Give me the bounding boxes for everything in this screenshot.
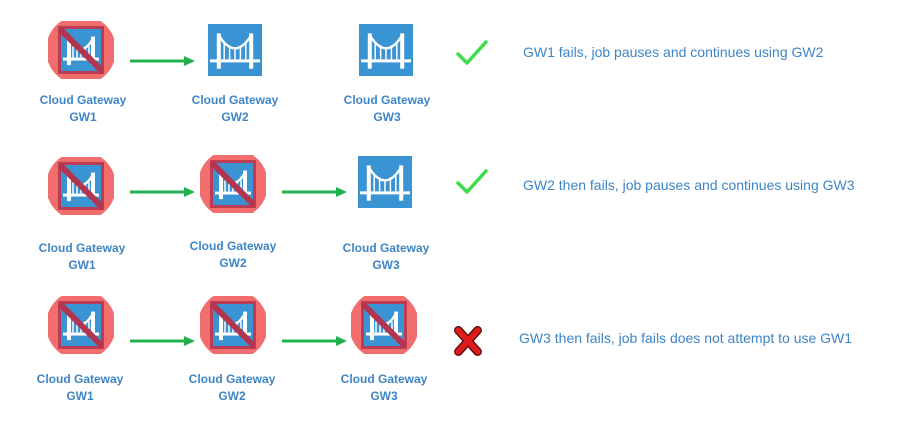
check-icon xyxy=(456,40,488,65)
arrow-icon xyxy=(130,336,195,346)
gateway-name: Cloud Gateway xyxy=(342,241,430,255)
gateway-label-row3-gw1: Cloud Gateway GW1 xyxy=(20,371,140,405)
gateway-icon-row1-gw1 xyxy=(46,15,116,85)
gateway-label-row1-gw2: Cloud Gateway GW2 xyxy=(175,92,295,126)
gateway-name: Cloud Gateway xyxy=(340,372,428,386)
cross-icon xyxy=(454,326,482,356)
scenario-description: GW3 then fails, job fails does not attem… xyxy=(519,330,853,346)
gateway-label-row2-gw1: Cloud Gateway GW1 xyxy=(22,240,142,274)
gateway-name: Cloud Gateway xyxy=(343,93,431,107)
gateway-label-row2-gw2: Cloud Gateway GW2 xyxy=(173,238,293,272)
arrow-icon xyxy=(282,336,347,346)
gateway-id: GW2 xyxy=(219,256,247,270)
gateway-id: GW2 xyxy=(218,389,246,403)
gateway-id: GW3 xyxy=(373,110,401,124)
gateway-id: GW1 xyxy=(69,110,97,124)
gateway-name: Cloud Gateway xyxy=(188,372,276,386)
scenario-description: GW2 then fails, job pauses and continues… xyxy=(523,177,855,193)
scenario-description: GW1 fails, job pauses and continues usin… xyxy=(523,44,824,60)
gateway-icon-row3-gw3 xyxy=(349,290,419,360)
gateway-label-row2-gw3: Cloud Gateway GW3 xyxy=(326,240,446,274)
gateway-label-row1-gw3: Cloud Gateway GW3 xyxy=(327,92,447,126)
gateway-name: Cloud Gateway xyxy=(36,372,124,386)
gateway-id: GW1 xyxy=(66,389,94,403)
gateway-id: GW1 xyxy=(68,258,96,272)
check-icon xyxy=(456,169,488,194)
arrow-icon xyxy=(130,187,195,197)
gateway-icon-row2-gw2 xyxy=(198,149,268,219)
gateway-icon-row3-gw2 xyxy=(198,290,268,360)
gateway-label-row3-gw3: Cloud Gateway GW3 xyxy=(324,371,444,405)
gateway-id: GW3 xyxy=(372,258,400,272)
arrow-icon xyxy=(130,56,195,66)
gateway-name: Cloud Gateway xyxy=(191,93,279,107)
gateway-name: Cloud Gateway xyxy=(189,239,277,253)
gateway-label-row1-gw1: Cloud Gateway GW1 xyxy=(23,92,143,126)
gateway-icon-row1-gw2 xyxy=(202,21,268,79)
gateway-icon-row2-gw1 xyxy=(46,151,116,221)
gateway-name: Cloud Gateway xyxy=(39,93,127,107)
gateway-name: Cloud Gateway xyxy=(38,241,126,255)
gateway-label-row3-gw2: Cloud Gateway GW2 xyxy=(172,371,292,405)
gateway-icon-row3-gw1 xyxy=(46,290,116,360)
arrow-icon xyxy=(282,187,347,197)
gateway-icon-row1-gw3 xyxy=(353,21,419,79)
gateway-id: GW3 xyxy=(370,389,398,403)
gateway-icon-row2-gw3 xyxy=(352,153,418,211)
gateway-id: GW2 xyxy=(221,110,249,124)
